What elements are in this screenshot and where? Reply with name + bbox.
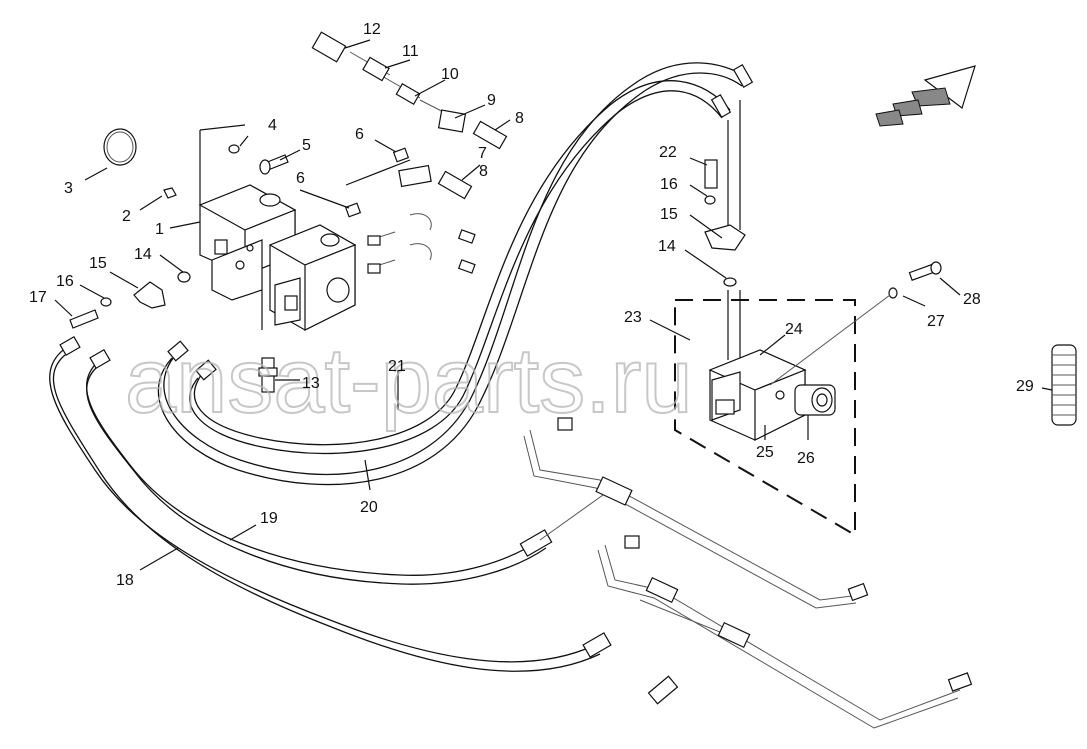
- hose-end-fitting: [59, 64, 754, 658]
- right-tube: [704, 100, 746, 360]
- callout-12: 12: [363, 21, 381, 38]
- callout-16a: 16: [56, 273, 74, 290]
- callout-17: 17: [29, 289, 47, 306]
- callout-3: 3: [64, 180, 73, 197]
- callout-9: 9: [487, 92, 496, 109]
- callout-14a: 14: [134, 246, 152, 263]
- small-parts-left: [69, 144, 410, 329]
- screw-28: [769, 261, 942, 386]
- callout-25: 25: [756, 444, 774, 461]
- callout-8a: 8: [515, 110, 524, 127]
- callout-8b: 8: [479, 163, 488, 180]
- callout-22: 22: [659, 144, 677, 161]
- callout-23: 23: [624, 309, 642, 326]
- callout-18: 18: [116, 572, 134, 589]
- callout-4: 4: [268, 117, 277, 134]
- callout-6a: 6: [355, 126, 364, 143]
- callout-19: 19: [260, 510, 278, 527]
- callout-5: 5: [302, 137, 311, 154]
- tube-routing: [523, 417, 973, 729]
- solenoid-26: [794, 384, 836, 416]
- direction-arrow-icon: [875, 65, 976, 127]
- o-ring-3-inner: [106, 131, 134, 163]
- callout-26: 26: [797, 450, 815, 467]
- callout-2: 2: [122, 208, 131, 225]
- callout-16b: 16: [660, 176, 678, 193]
- hose-21: [189, 80, 731, 455]
- assembly-23-box: [674, 299, 856, 537]
- callout-labels: 1 2 3 4 5 6 6 7 8 8 9 10 11 12 13 14 14 …: [29, 21, 1034, 589]
- sensor-13: [258, 357, 278, 393]
- callout-6b: 6: [296, 170, 305, 187]
- callout-15a: 15: [89, 255, 107, 272]
- watermark-text: ansat-parts.ru: [125, 330, 693, 432]
- valve-block-outline: [199, 124, 263, 330]
- callout-13: 13: [302, 375, 320, 392]
- leader-lines: [54, 39, 1053, 571]
- callout-21: 21: [388, 358, 406, 375]
- callout-24: 24: [785, 321, 803, 338]
- o-ring-3: [103, 128, 137, 166]
- callout-1: 1: [155, 221, 164, 238]
- callout-28: 28: [963, 291, 981, 308]
- callout-7: 7: [478, 145, 487, 162]
- hose-19: [86, 359, 547, 585]
- callout-15b: 15: [660, 206, 678, 223]
- callout-11: 11: [402, 43, 419, 60]
- callout-20: 20: [360, 499, 378, 516]
- sleeve-29: [1051, 344, 1077, 426]
- callout-10: 10: [441, 66, 459, 83]
- callout-27: 27: [927, 313, 945, 330]
- fittings-7-12: [311, 31, 508, 200]
- valve-block-2: [268, 224, 357, 331]
- banjo-fittings: [367, 213, 476, 274]
- hose-18: [49, 344, 601, 672]
- hose-20: [157, 62, 749, 486]
- manifold-block-24: [708, 349, 807, 441]
- callout-29: 29: [1016, 378, 1034, 395]
- callout-14b: 14: [658, 238, 676, 255]
